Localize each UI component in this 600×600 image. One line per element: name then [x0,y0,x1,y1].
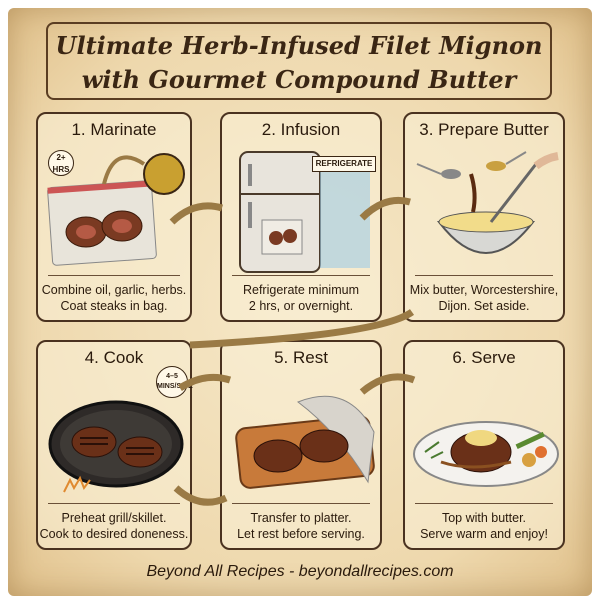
desc-line: Preheat grill/skillet. [61,511,167,525]
butter-bowl-illustration [411,144,559,270]
step-description: Mix butter, Worcestershire, Dijon. Set as… [405,282,563,314]
divider [48,503,180,504]
skillet-illustration: 4–5 MINS/SIDE [44,366,193,498]
arrow-2-to-3 [359,196,411,221]
desc-line: Refrigerate minimum [242,283,359,297]
desc-line: Let rest before serving. [237,527,365,541]
step-3-prepare-butter: 3. Prepare Butter Mix butter, Worcesters… [403,112,565,322]
step-2-infusion: 2. Infusion REFRIGERATE Refrigerate mini… [220,112,382,322]
arrow-4-to-5 [178,373,232,391]
step-heading: 5. Rest [274,348,328,367]
time-badge: 2+ HRS [48,150,74,176]
footer-credit: Beyond All Recipes - beyondallrecipes.co… [146,563,454,580]
marinade-bag-illustration: 2+ HRS [44,144,185,270]
step-heading: 2. Infusion [261,120,341,139]
desc-line: Combine oil, garlic, herbs. [41,283,187,297]
refrigerate-label: REFRIGERATE [312,156,376,172]
divider [232,503,370,504]
plated-steak-illustration [411,372,559,498]
arrow-1-to-2 [169,202,223,225]
title-line-1: Ultimate Herb-Infused Filet Mignon [55,31,543,60]
desc-line: Top with butter. [441,511,527,525]
desc-line: Mix butter, Worcestershire, [409,283,559,297]
step-description: Preheat grill/skillet. Cook to desired do… [38,510,190,542]
step-4-cook: 4. Cook 4–5 MINS/SIDE Preheat grill/skil… [36,340,193,550]
desc-line: Transfer to platter. [250,511,352,525]
step-heading: 4. Cook [84,348,144,367]
divider [415,503,553,504]
desc-line: Cook to desired doneness. [39,527,189,541]
step-5-rest: 5. Rest Transfer to platter. Let rest bef… [220,340,382,550]
arrow-4-to-5-lower [173,485,228,506]
step-description: Transfer to platter. Let rest before serv… [222,510,380,542]
step-6-serve: 6. Serve Top with butter. Serve warm and … [403,340,565,550]
desc-line: Coat steaks in bag. [60,299,168,313]
desc-line: Dijon. Set aside. [438,299,530,313]
desc-line: 2 hrs, or overnight. [248,299,354,313]
step-1-marinate: 1. Marinate 2+ HRS Combine oil, garlic, … [36,112,192,322]
refrigerator-illustration: REFRIGERATE [228,144,376,273]
title-line-2: with Gourmet Compound Butter [81,65,517,94]
resting-platter-illustration [228,372,375,498]
cook-time-badge: 4–5 MINS/SIDE [156,366,193,398]
arrow-3-to-4 [189,309,415,349]
arrow-5-to-6 [359,373,416,395]
step-heading: 1. Marinate [71,120,157,139]
step-heading: 3. Prepare Butter [419,120,549,139]
step-description: Combine oil, garlic, herbs. Coat steaks i… [38,282,190,314]
divider [415,275,553,276]
desc-line: Serve warm and enjoy! [420,527,548,541]
step-heading: 6. Serve [452,348,516,367]
divider [232,275,370,276]
divider [48,275,180,276]
step-description: Refrigerate minimum 2 hrs, or overnight. [222,282,380,314]
recipe-title: Ultimate Herb-Infused Filet Mignon with … [46,22,552,100]
step-description: Top with butter. Serve warm and enjoy! [405,510,563,542]
